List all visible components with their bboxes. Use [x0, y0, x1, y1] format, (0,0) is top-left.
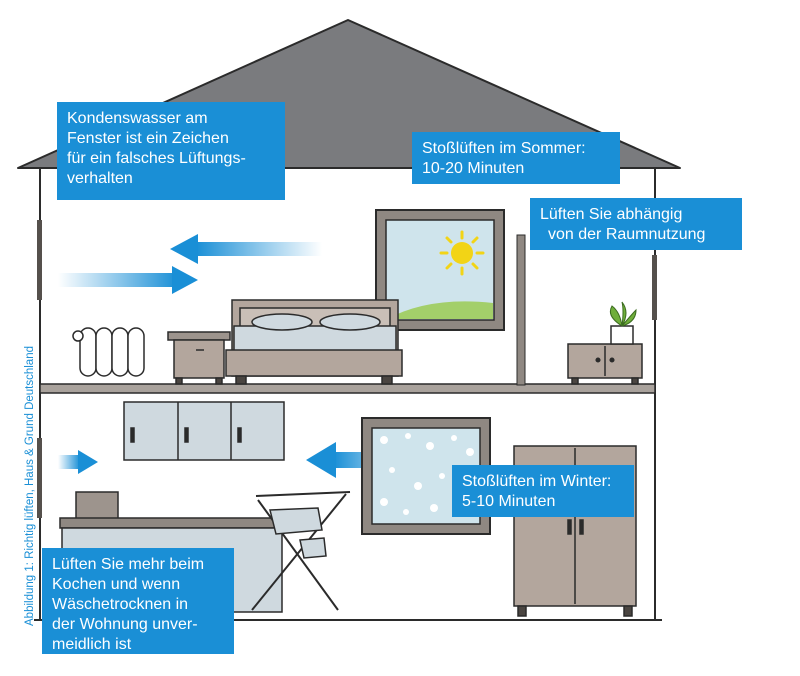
callout-line: Kochen und wenn — [52, 576, 181, 593]
snowflake-dots-icon — [380, 433, 474, 515]
callout-line: 10-20 Minuten — [422, 160, 525, 177]
callout-raumnutzung: Lüften Sie abhängig von der Raumnutzung — [530, 198, 742, 250]
callout-line: für ein falsches Lüftungs- — [67, 150, 246, 167]
sun-icon — [439, 230, 485, 276]
wall-cabinets — [123, 401, 285, 461]
drying-rack-icon — [251, 491, 351, 611]
radiator-icon — [72, 327, 145, 377]
caption-text: Abbildung 1: Richtig lüften, Haus & Grun… — [24, 346, 36, 626]
bed — [225, 299, 403, 385]
floor-divider — [39, 383, 656, 394]
callout-line: Lüften Sie abhängig — [540, 206, 683, 223]
sideboard — [567, 343, 643, 385]
callout-line: Lüften Sie mehr beim — [52, 556, 205, 573]
callout-kochen: Lüften Sie mehr beim Kochen und wenn Wäs… — [42, 548, 234, 654]
callout-kondenswasser: Kondenswasser am Fenster ist ein Zeichen… — [57, 102, 285, 200]
callout-line: Wäschetrocknen in — [52, 596, 189, 613]
callout-line: meidlich ist — [52, 636, 132, 653]
callout-line: von der Raumnutzung — [548, 226, 706, 243]
nightstand — [167, 331, 231, 385]
callout-winter: Stoßlüften im Winter: 5-10 Minuten — [452, 465, 634, 517]
callout-line: der Wohnung unver- — [52, 616, 198, 633]
callout-sommer: Stoßlüften im Sommer: 10-20 Minuten — [412, 132, 620, 184]
callout-line: verhalten — [67, 170, 133, 187]
callout-line: Stoßlüften im Winter: — [462, 473, 612, 490]
plant-icon — [609, 301, 637, 345]
callout-line: Kondenswasser am — [67, 110, 208, 127]
window-frames-wall — [37, 220, 657, 518]
callout-line: 5-10 Minuten — [462, 493, 556, 510]
callout-line: Fenster ist ein Zeichen — [67, 130, 229, 147]
callout-line: Stoßlüften im Sommer: — [422, 140, 586, 157]
